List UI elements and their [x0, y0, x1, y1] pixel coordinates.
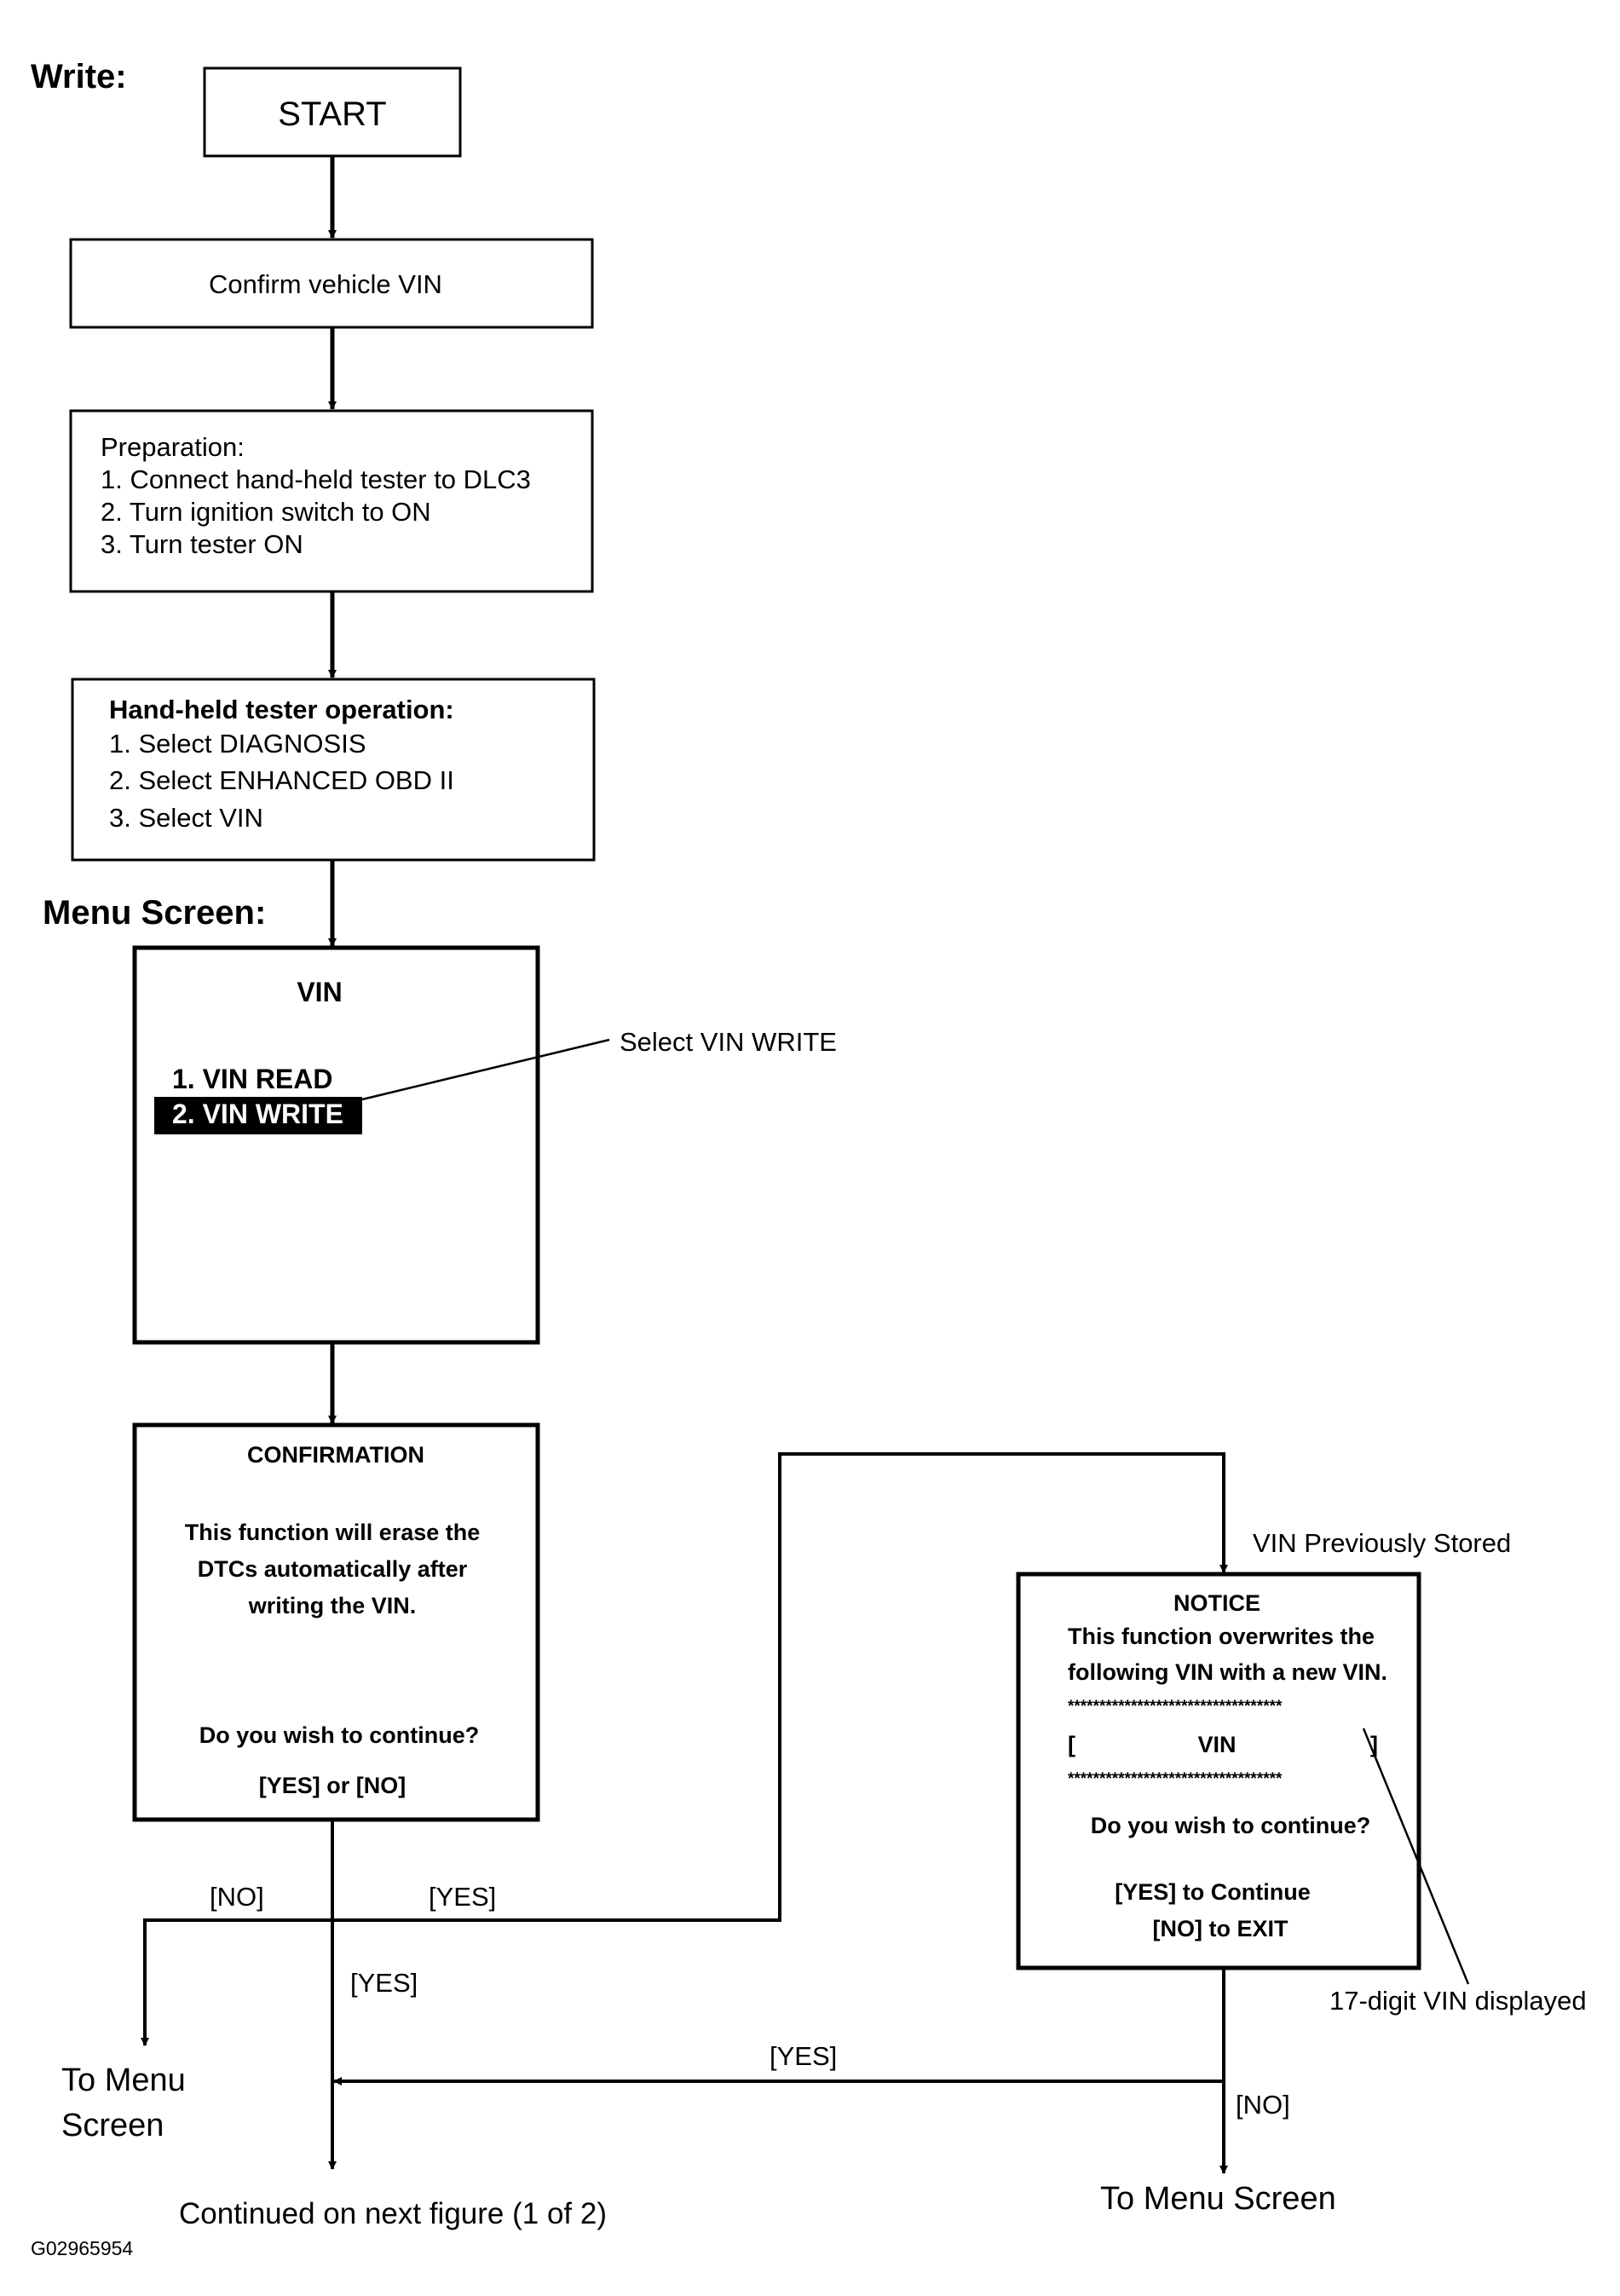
figure-id: G02965954 — [31, 2237, 133, 2259]
confirmation-line-3: writing the VIN. — [248, 1593, 417, 1618]
notice-no-label: [NO] — [1236, 2090, 1290, 2120]
notice-bracket-right: ] — [1370, 1732, 1378, 1757]
tester-operation-step-2: 2. Select ENHANCED OBD II — [109, 765, 454, 795]
preparation-step-3: 3. Turn tester ON — [101, 529, 303, 559]
notice-title: NOTICE — [1173, 1590, 1260, 1616]
vin-menu-title: VIN — [297, 977, 342, 1007]
vin-previously-stored-label: VIN Previously Stored — [1253, 1528, 1511, 1558]
vin-write-highlight — [154, 1097, 362, 1134]
branch-yes-right-label: [YES] — [429, 1882, 496, 1912]
vin-displayed-label: 17-digit VIN displayed — [1329, 1986, 1587, 2016]
notice-stars-bottom: ********************************** — [1068, 1770, 1283, 1788]
preparation-step-2: 2. Turn ignition switch to ON — [101, 497, 431, 527]
notice-line-2: following VIN with a new VIN. — [1068, 1659, 1387, 1685]
tester-operation-step-1: 1. Select DIAGNOSIS — [109, 729, 366, 759]
tester-operation-title: Hand-held tester operation: — [109, 695, 454, 724]
confirmation-question: Do you wish to continue? — [199, 1722, 479, 1748]
confirmation-options: [YES] or [NO] — [259, 1773, 406, 1798]
notice-question: Do you wish to continue? — [1091, 1813, 1370, 1838]
vin-read-item: 1. VIN READ — [172, 1064, 332, 1094]
notice-no-option: [NO] to EXIT — [1153, 1916, 1289, 1941]
confirmation-screen — [132, 1422, 540, 1822]
tester-operation-step-3: 3. Select VIN — [109, 803, 263, 833]
confirmation-title: CONFIRMATION — [247, 1442, 424, 1468]
notice-line-1: This function overwrites the — [1068, 1624, 1375, 1649]
notice-yes-label: [YES] — [770, 2041, 837, 2071]
write-label: Write: — [31, 58, 127, 95]
vin-write-callout: Select VIN WRITE — [620, 1027, 837, 1057]
preparation-step-1: 1. Connect hand-held tester to DLC3 — [101, 464, 531, 494]
vin-menu-screen — [132, 945, 540, 1345]
notice-stars-top: ********************************** — [1068, 1698, 1283, 1716]
vin-write-callout-line — [361, 1038, 610, 1101]
confirmation-line-1: This function will erase the — [185, 1520, 481, 1545]
to-menu-left-line-1: To Menu — [61, 2062, 186, 2098]
confirmation-line-2: DTCs automatically after — [198, 1556, 468, 1582]
notice-bracket-left: [ — [1068, 1732, 1075, 1757]
branch-no-label: [NO] — [210, 1882, 264, 1912]
to-menu-right-label: To Menu Screen — [1100, 2181, 1336, 2217]
continued-label: Continued on next figure (1 of 2) — [179, 2197, 607, 2230]
preparation-title: Preparation: — [101, 432, 245, 462]
confirm-vin-text: Confirm vehicle VIN — [209, 269, 442, 299]
notice-vin: VIN — [1197, 1732, 1236, 1757]
branch-yes-down-label: [YES] — [350, 1968, 418, 1998]
arrow-no-to-menu-left — [141, 1918, 332, 2046]
arrow-yes-to-notice — [332, 1452, 1228, 1922]
vin-displayed-callout-line — [1362, 1728, 1470, 1985]
menu-screen-label: Menu Screen: — [43, 894, 266, 932]
start-text: START — [278, 95, 386, 133]
notice-yes-option: [YES] to Continue — [1115, 1879, 1310, 1905]
notice-screen — [1016, 1572, 1421, 1970]
to-menu-left-line-2: Screen — [61, 2108, 164, 2143]
vin-write-item: 2. VIN WRITE — [172, 1099, 343, 1129]
